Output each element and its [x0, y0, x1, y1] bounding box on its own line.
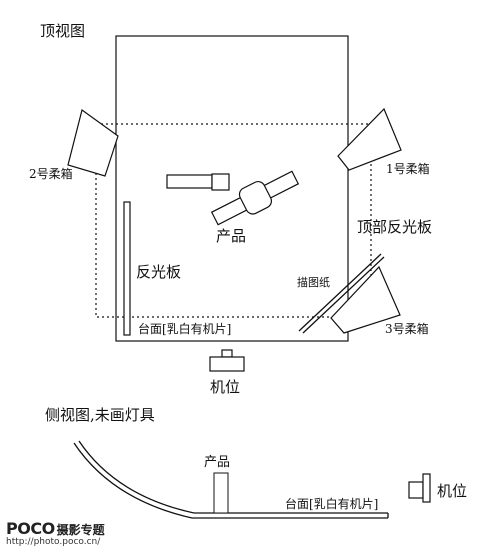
camera-body-side	[408, 481, 424, 499]
top-reflector-label: 顶部反光板	[357, 218, 433, 236]
watermark-subtitle: 摄影专题	[56, 523, 105, 537]
light-tent-outline	[95, 123, 372, 318]
softbox-3-shape	[330, 265, 401, 334]
camera-lens-top	[221, 349, 233, 358]
top-view-title: 顶视图	[40, 22, 86, 40]
reflector-label: 反光板	[136, 263, 182, 281]
tracing-paper-line-a	[298, 253, 382, 332]
watermark-url: http://photo.poco.cn/	[6, 537, 101, 547]
product-label-top: 产品	[216, 227, 247, 245]
product-bottle-cap	[211, 173, 230, 191]
side-view-title: 侧视图,未画灯具	[45, 406, 155, 424]
sweep-curve-outer	[73, 442, 193, 519]
product-angled	[210, 170, 300, 226]
table-outline	[115, 35, 349, 342]
reflector-panel	[123, 201, 131, 336]
product-side	[213, 472, 229, 514]
product-label-side: 产品	[204, 455, 231, 470]
tracing-paper-line-b	[302, 256, 385, 334]
softbox-1-shape	[337, 107, 402, 171]
sweep-curve-inner	[78, 440, 195, 514]
softbox-3-label: 3号柔箱	[385, 322, 429, 336]
camera-label-side: 机位	[437, 482, 468, 500]
camera-label-top: 机位	[210, 378, 241, 396]
camera-lens-side	[422, 473, 431, 503]
softbox-2-label: 2号柔箱	[29, 167, 73, 181]
softbox-1-label: 1号柔箱	[386, 162, 430, 176]
tracing-paper-label: 描图纸	[297, 276, 330, 289]
product-bottle-body	[166, 174, 213, 189]
camera-body-top	[209, 356, 245, 372]
softbox-2-shape	[67, 108, 119, 177]
table-label-top: 台面[乳白有机片]	[138, 322, 232, 336]
table-label-side: 台面[乳白有机片]	[285, 497, 379, 511]
watermark-logo: POCO	[6, 519, 55, 538]
